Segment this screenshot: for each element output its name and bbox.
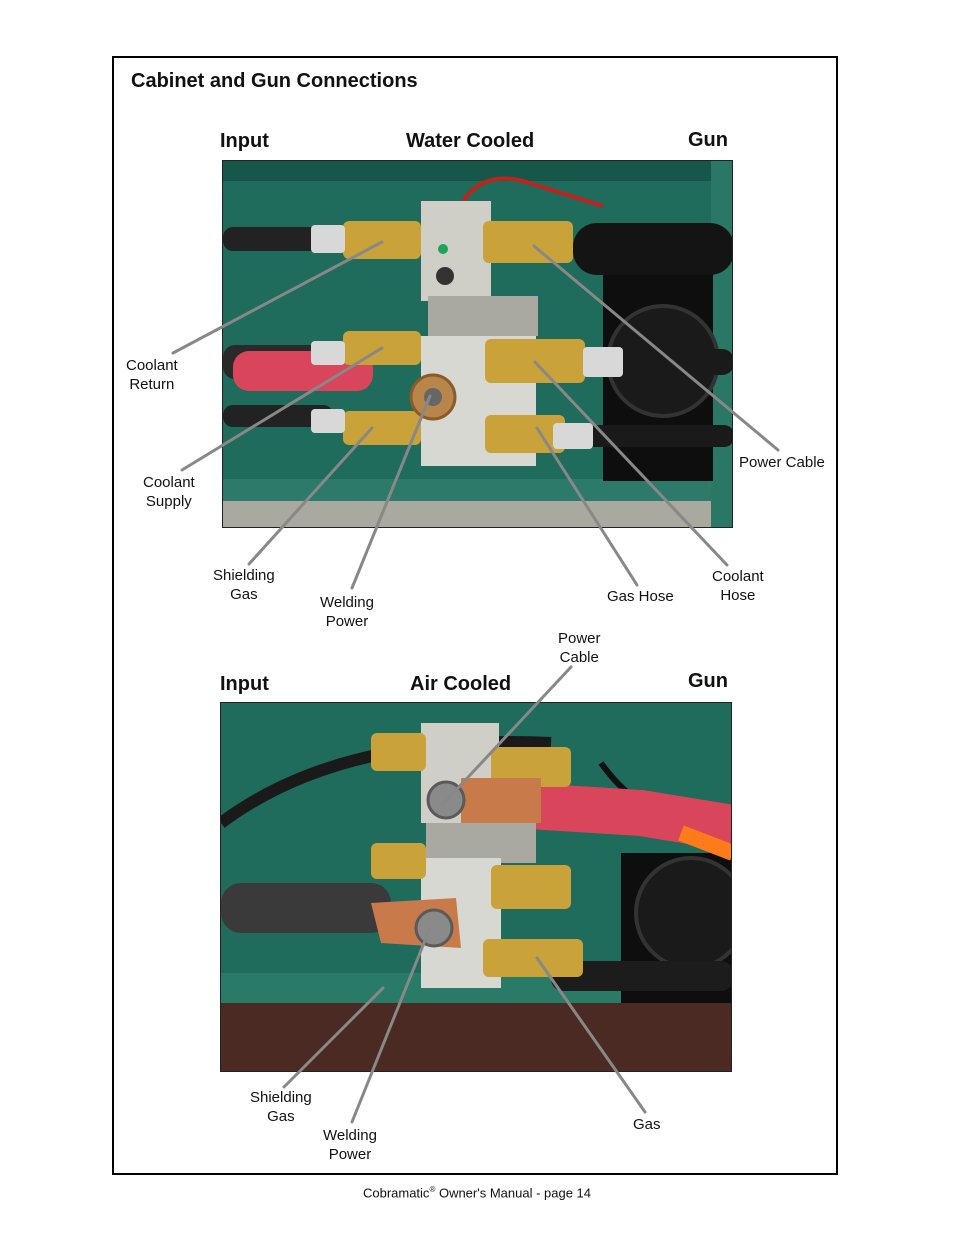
wc-input-heading: Input — [220, 130, 269, 152]
leader-power-cable — [532, 244, 780, 452]
leader-ac-shielding-gas — [282, 986, 385, 1089]
footer-brand: Cobramatic — [362, 1185, 430, 1201]
water-cooled-photo — [222, 160, 733, 528]
air-cooled-photo — [220, 702, 732, 1072]
leader-welding-power — [350, 394, 432, 590]
ac-gun-heading: Gun — [688, 670, 728, 692]
leader-gas-hose — [535, 426, 639, 587]
leader-coolant-return — [171, 240, 384, 355]
page-frame — [112, 56, 838, 1175]
ac-title-heading: Air Cooled — [410, 673, 512, 695]
leader-coolant-supply — [180, 346, 384, 472]
footer-reg-mark: ® — [429, 1185, 436, 1194]
footer-text: Owner's Manual - page 14 — [435, 1185, 592, 1201]
wc-title-heading: Water Cooled — [406, 130, 535, 152]
ac-input-heading: Input — [220, 673, 269, 695]
leader-ac-welding-power — [350, 926, 432, 1124]
wc-label-gas-hose: Gas Hose — [607, 588, 674, 605]
leader-shielding-gas — [247, 426, 374, 566]
ac-label-gas: Gas — [633, 1116, 661, 1133]
leader-coolant-hose — [533, 360, 729, 567]
wc-gun-heading: Gun — [688, 129, 728, 151]
section-title: Cabinet and Gun Connections — [131, 70, 418, 92]
leader-ac-power-cable — [441, 665, 573, 806]
wc-label-power-cable: Power Cable — [739, 454, 825, 471]
page-footer: Cobramatic® Owner's Manual - page 14 — [0, 1185, 954, 1200]
leader-ac-gas — [535, 956, 647, 1114]
